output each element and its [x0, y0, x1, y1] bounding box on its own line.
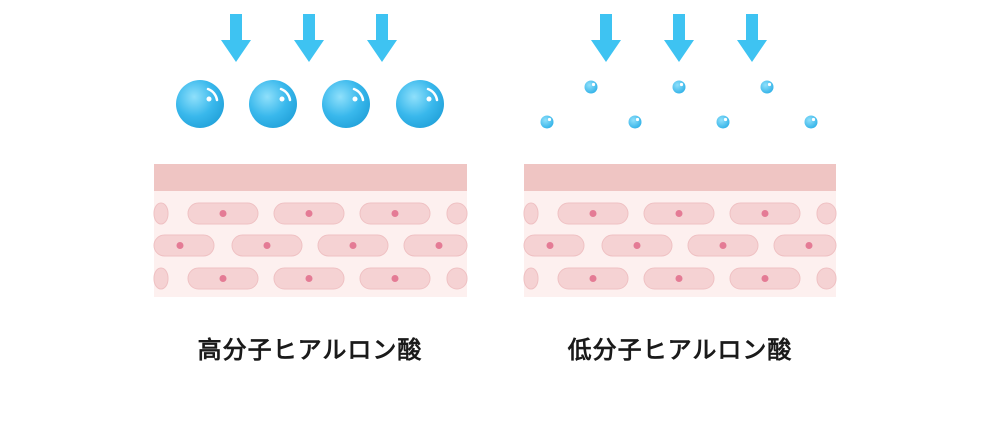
down-arrow-icon: [591, 14, 621, 62]
small-molecule-droplet: [672, 80, 686, 94]
skin-cells: [523, 202, 837, 290]
small-molecule-droplet: [716, 115, 730, 129]
large-molecule-droplet: [322, 80, 370, 128]
low-molecular-diagram: [523, 14, 837, 297]
cell-nucleus: [391, 210, 399, 217]
high-molecular-diagram: [153, 14, 468, 297]
small-molecule-droplet: [760, 80, 774, 94]
down-arrow-icon: [664, 14, 694, 62]
cell-nucleus: [633, 242, 641, 249]
cell-nucleus: [589, 210, 597, 217]
arrow-group: [591, 14, 767, 62]
high-molecular-panel: 高分子ヒアルロン酸: [150, 0, 470, 425]
cell-nucleus: [391, 275, 399, 282]
cell-nucleus: [305, 210, 313, 217]
cell-nucleus: [546, 242, 554, 249]
cell-nucleus: [589, 275, 597, 282]
cell-nucleus: [349, 242, 357, 249]
low-molecular-panel: 低分子ヒアルロン酸: [520, 0, 840, 425]
cell-nucleus: [761, 275, 769, 282]
small-molecule-droplet: [540, 115, 554, 129]
cell-nucleus: [305, 275, 313, 282]
small-molecule-droplet: [628, 115, 642, 129]
large-molecule-group: [176, 80, 444, 128]
skin-surface: [154, 164, 467, 191]
cell-nucleus: [805, 242, 813, 249]
down-arrow-icon: [367, 14, 397, 62]
low-molecular-caption: 低分子ヒアルロン酸: [567, 336, 793, 364]
down-arrow-icon: [294, 14, 324, 62]
large-molecule-droplet: [249, 80, 297, 128]
small-molecule-droplet: [804, 115, 818, 129]
down-arrow-icon: [737, 14, 767, 62]
cell-nucleus: [263, 242, 271, 249]
skin-layer: [523, 164, 837, 297]
skin-surface: [524, 164, 836, 191]
cell-nucleus: [675, 210, 683, 217]
skin-layer: [153, 164, 468, 297]
large-molecule-droplet: [396, 80, 444, 128]
small-molecule-group: [540, 80, 818, 129]
down-arrow-icon: [221, 14, 251, 62]
high-molecular-caption: 高分子ヒアルロン酸: [197, 336, 423, 364]
small-molecule-droplet: [584, 80, 598, 94]
cell-nucleus: [219, 275, 227, 282]
skin-cells: [153, 202, 468, 290]
large-molecule-droplet: [176, 80, 224, 128]
cell-nucleus: [219, 210, 227, 217]
cell-nucleus: [675, 275, 683, 282]
cell-nucleus: [435, 242, 443, 249]
cell-nucleus: [719, 242, 727, 249]
cell-nucleus: [761, 210, 769, 217]
cell-nucleus: [176, 242, 184, 249]
arrow-group: [221, 14, 397, 62]
